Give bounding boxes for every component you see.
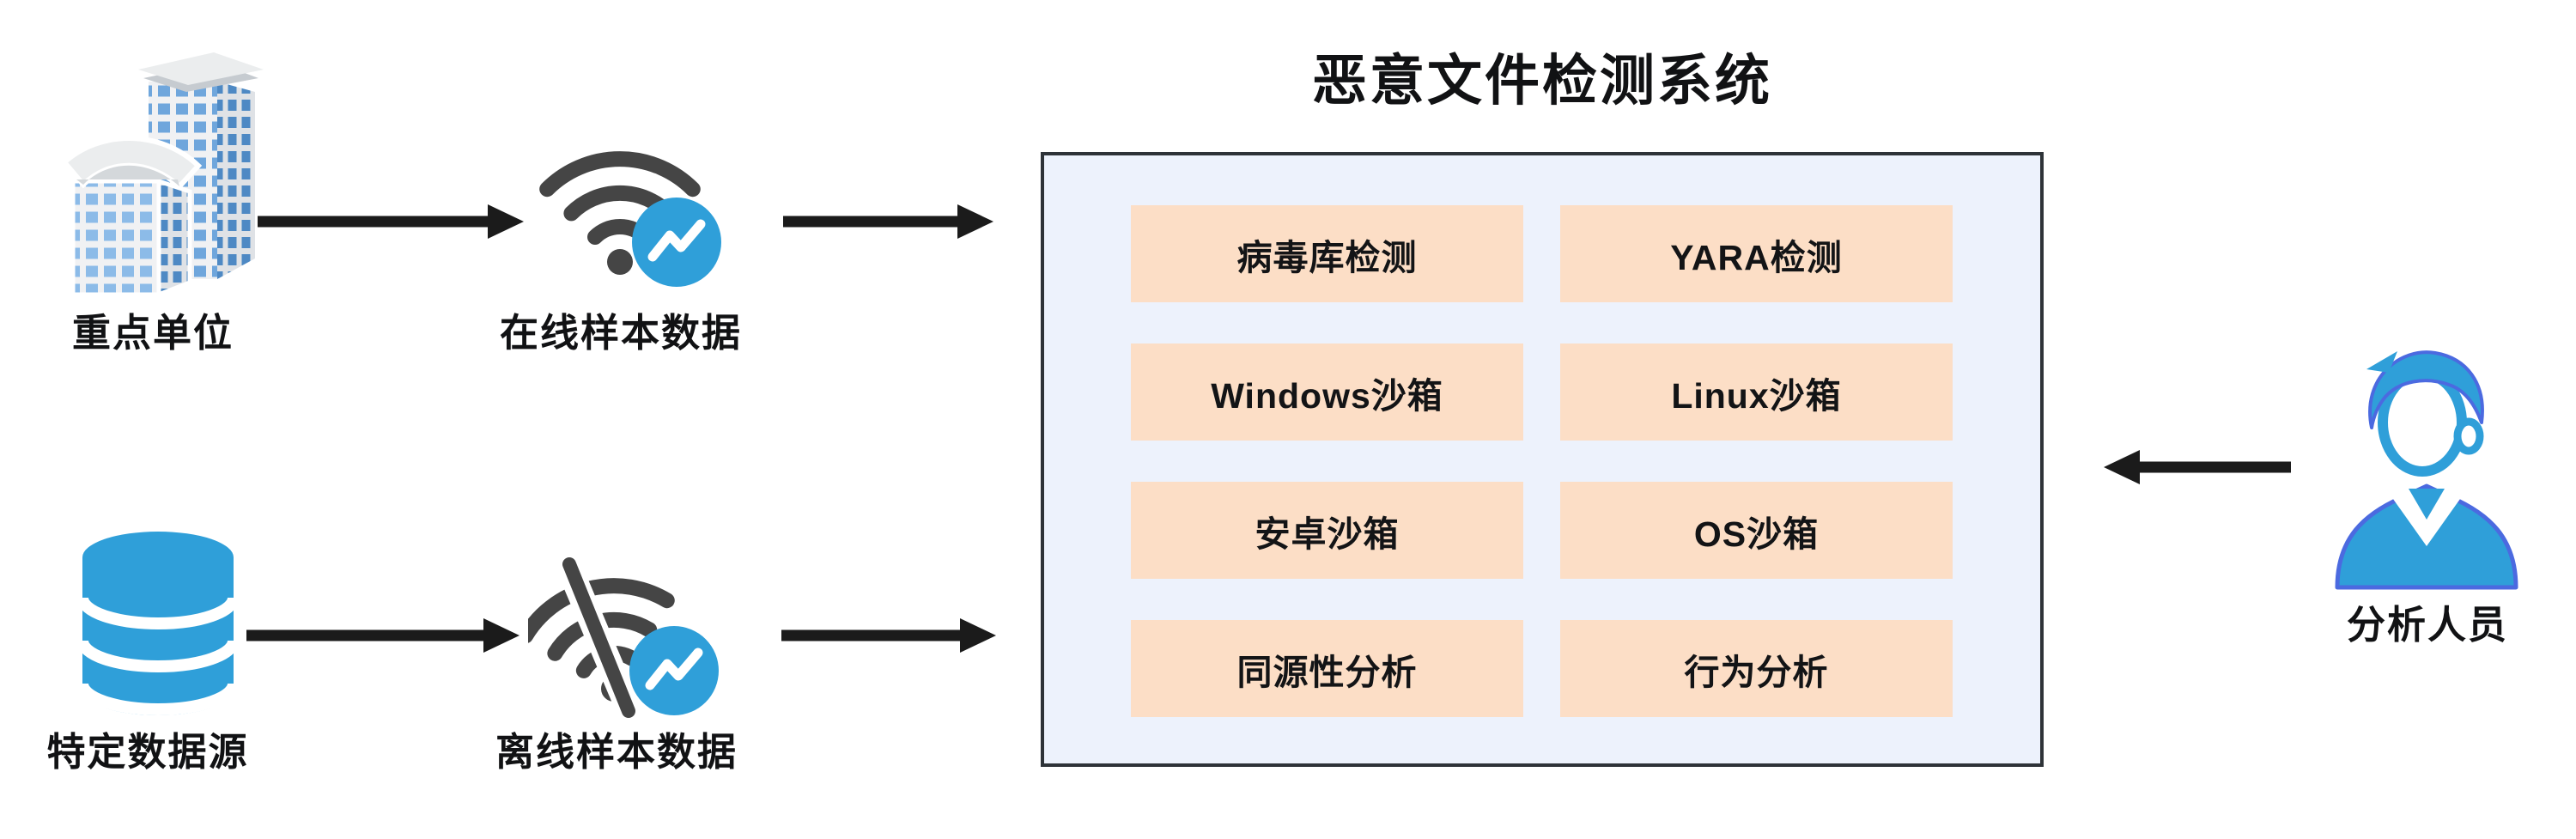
module-behavior-analysis: 行为分析: [1560, 620, 1953, 717]
trend-badge: [629, 626, 719, 715]
org-label: 重点单位: [71, 311, 234, 355]
buildings-icon: [60, 52, 264, 298]
data-source-label: 特定数据源: [46, 730, 249, 774]
arrow-right-2: [783, 204, 993, 239]
module-android-sandbox: 安卓沙箱: [1131, 482, 1523, 579]
module-os-sandbox: OS沙箱: [1560, 482, 1953, 579]
arrow-right-3: [246, 618, 519, 653]
arrow-left-analyst: [2104, 450, 2291, 484]
module-grid: 病毒库检测 YARA检测 Windows沙箱 Linux沙箱 安卓沙箱 OS沙箱…: [1131, 205, 1953, 717]
module-linux-sandbox: Linux沙箱: [1560, 344, 1953, 441]
module-windows-sandbox: Windows沙箱: [1131, 344, 1523, 441]
wifi-slash: [562, 557, 635, 718]
building-short: [60, 136, 203, 298]
module-yara: YARA检测: [1560, 205, 1953, 302]
arrow-right-4: [781, 618, 996, 653]
wifi-offline-icon: [528, 554, 719, 724]
database-icon: [80, 532, 236, 715]
module-homology-analysis: 同源性分析: [1131, 620, 1523, 717]
trend-badge: [632, 198, 721, 287]
arrow-right-1: [258, 204, 524, 239]
online-data-label: 在线样本数据: [499, 311, 742, 355]
system-title: 恶意文件检测系统: [1312, 50, 1772, 112]
offline-data-label: 离线样本数据: [495, 730, 738, 774]
analyst-icon: [2335, 350, 2518, 590]
analyst-label: 分析人员: [2346, 603, 2508, 647]
wifi-online-icon: [539, 151, 721, 287]
module-virus-db: 病毒库检测: [1131, 205, 1523, 302]
